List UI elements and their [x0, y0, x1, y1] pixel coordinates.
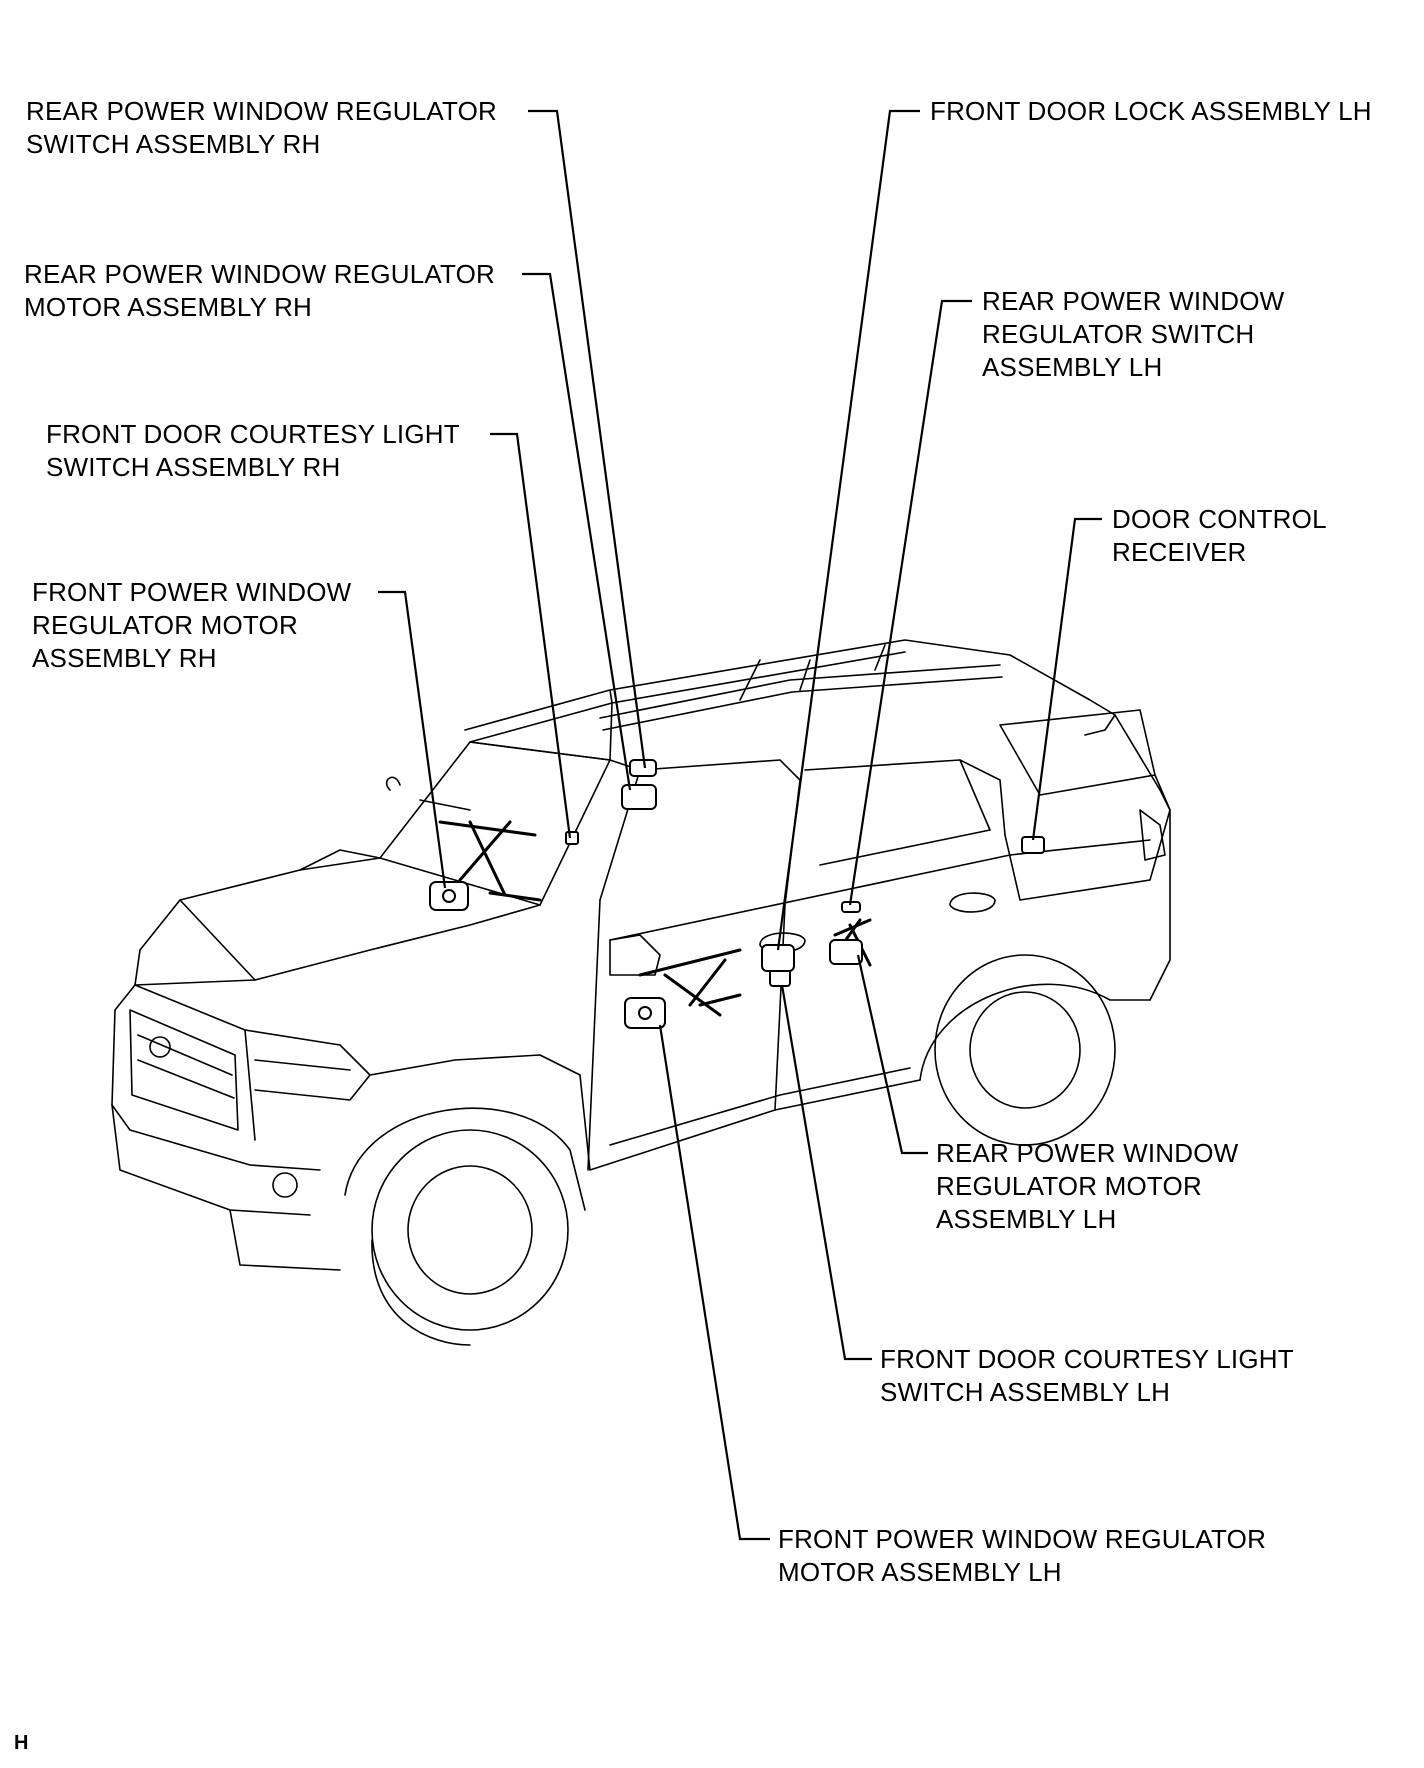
leader-front-motor-rh — [378, 590, 447, 889]
component-parts — [429, 759, 1045, 1029]
leader-courtesy-rh — [490, 432, 572, 839]
rear-rh-switch-part — [629, 759, 657, 777]
leader-front-motor-lh — [658, 1024, 770, 1541]
leader-door-lock-lh — [776, 109, 920, 951]
corner-mark: H — [14, 1732, 29, 1754]
leader-lines — [378, 109, 1102, 1541]
rear-lh-motor-part — [829, 939, 863, 965]
rear-rh-motor-part — [621, 784, 657, 810]
leader-courtesy-lh — [780, 984, 872, 1361]
leader-rear-sw-lh — [848, 299, 972, 906]
label-front-door-lock-lh: FRONT DOOR LOCK ASSEMBLY LH — [930, 96, 1372, 126]
window-regulator-components — [438, 820, 872, 1017]
leader-rear-motor-lh — [856, 954, 928, 1155]
leader-rear-motor-rh — [522, 272, 632, 791]
front-rh-courtesy-switch-part — [565, 831, 579, 845]
leader-door-ctrl — [1031, 517, 1102, 841]
leader-rear-sw-rh — [528, 109, 647, 769]
